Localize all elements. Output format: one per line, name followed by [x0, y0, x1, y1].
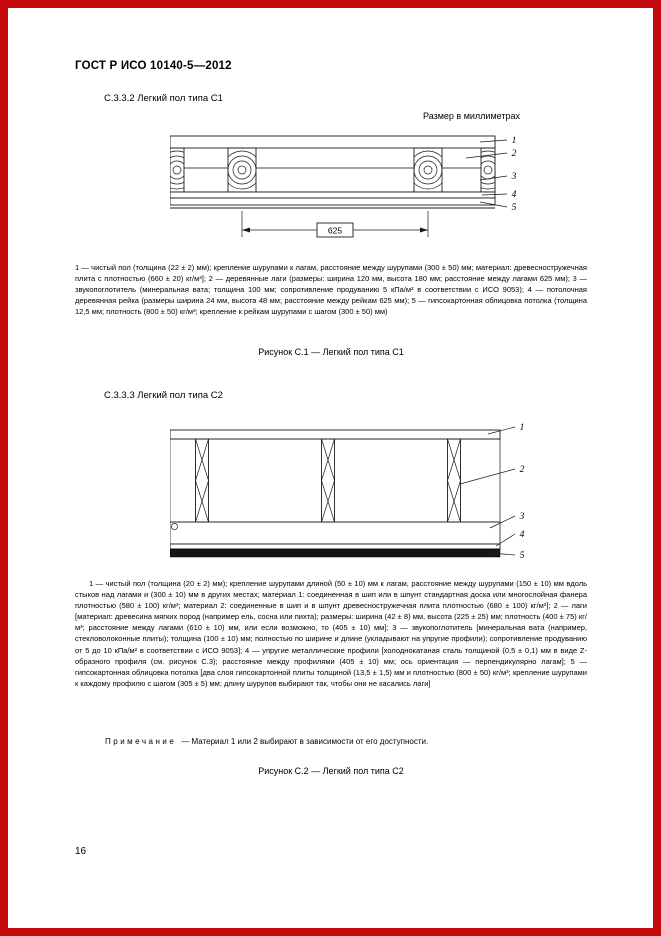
callout-leaders	[465, 139, 508, 208]
dimension-625: 625	[241, 211, 429, 238]
callout-leaders	[459, 426, 516, 556]
figure-c1-drawing: 1 2 3 4 5 625	[170, 135, 517, 238]
wood-joists	[195, 438, 461, 523]
floor-board-layer	[170, 429, 501, 440]
callout-4: 4	[520, 530, 525, 540]
plasterboard-layer	[170, 548, 501, 558]
plasterboard-layer	[170, 197, 496, 209]
note-label: Примечание	[105, 737, 177, 746]
joist-cavity-outline	[170, 438, 501, 523]
callout-3: 3	[511, 172, 517, 182]
callout-1: 1	[520, 423, 525, 433]
units-note: Размер в миллиметрах	[423, 111, 520, 121]
note: Примечание — Материал 1 или 2 выбирают в …	[75, 737, 587, 746]
figure-c1-legend: 1 — чистый пол (толщина (22 ± 2) мм); кр…	[75, 263, 587, 317]
dimension-label: 625	[328, 226, 342, 236]
figure-c2-drawing: 1 2 3 4 5	[170, 423, 525, 561]
note-text: — Материал 1 или 2 выбирают в зависимост…	[181, 737, 429, 746]
figure-c1-caption: Рисунок С.1 — Легкий пол типа С1	[258, 347, 404, 357]
wood-joists	[170, 147, 496, 193]
callout-3: 3	[519, 512, 525, 522]
callout-2: 2	[520, 465, 525, 475]
ceiling-batten-layer	[170, 191, 496, 199]
callout-2: 2	[512, 149, 517, 159]
metal-profile-layer	[170, 543, 501, 550]
callout-5: 5	[520, 551, 525, 561]
callout-1: 1	[512, 136, 517, 146]
floor-board-layer	[170, 135, 496, 149]
section-heading-c333: С.3.3.3 Легкий пол типа С2	[104, 390, 223, 401]
mineral-wool-layer	[170, 521, 501, 545]
section-heading-c332: С.3.3.2 Легкий пол типа С1	[104, 93, 223, 104]
figure-c2: 1 2 3 4 5	[170, 422, 540, 567]
page-number: 16	[75, 846, 87, 857]
callout-4: 4	[512, 190, 517, 200]
figure-c2-caption: Рисунок С.2 — Легкий пол типа С2	[258, 766, 404, 776]
figure-c2-legend: 1 — чистый пол (толщина (20 ± 2) мм); кр…	[75, 579, 587, 688]
callout-5: 5	[512, 203, 517, 213]
mineral-wool-layer	[170, 167, 496, 193]
document-header: ГОСТ Р ИСО 10140-5—2012	[75, 60, 232, 72]
figure-c1: 1 2 3 4 5 625	[170, 134, 530, 256]
